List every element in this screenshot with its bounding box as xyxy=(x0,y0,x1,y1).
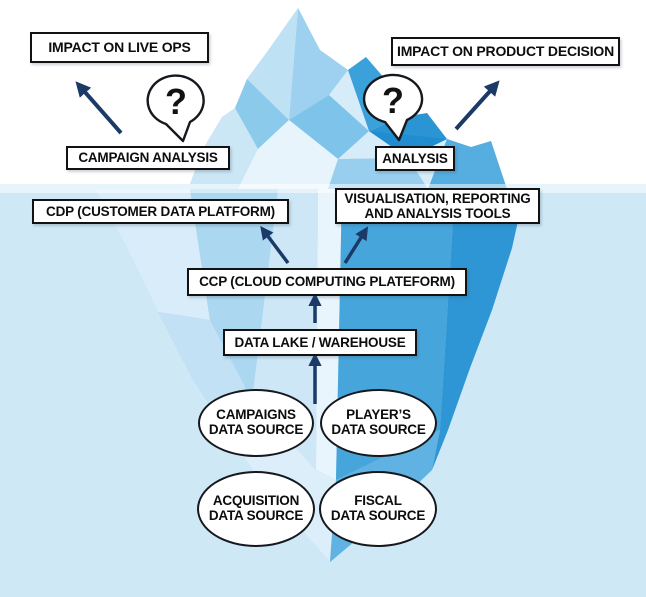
question-bubble-right: ? xyxy=(362,73,424,142)
source-fiscal-line1: FISCAL xyxy=(354,493,402,509)
question-bubble-left: ? xyxy=(146,74,205,143)
source-players-line2: DATA SOURCE xyxy=(331,422,426,437)
source-acquisition-line1: ACQUISITION xyxy=(212,493,300,509)
question-mark-left: ? xyxy=(165,81,187,122)
impact-product-decision-box: IMPACT ON PRODUCT DECISION xyxy=(391,37,620,66)
flow-arrows xyxy=(75,80,500,404)
visualisation-tools-box: VISUALISATION, REPORTING AND ANALYSIS TO… xyxy=(335,188,540,224)
campaign-analysis-label: CAMPAIGN ANALYSIS xyxy=(78,150,218,166)
source-ellipse-acquisition: ACQUISITION DATA SOURCE xyxy=(197,471,315,547)
iceberg-above-water xyxy=(188,8,507,189)
impact-live-ops-box: IMPACT ON LIVE OPS xyxy=(30,32,209,63)
visualisation-tools-label-line2: AND ANALYSIS TOOLS xyxy=(364,206,511,221)
arrow-ccp-to-visualisation xyxy=(343,226,369,264)
source-ellipse-campaigns: CAMPAIGNS DATA SOURCE xyxy=(198,389,314,457)
question-mark-right: ? xyxy=(382,80,404,121)
campaign-analysis-box: CAMPAIGN ANALYSIS xyxy=(66,146,230,170)
source-campaigns-line1: CAMPAIGNS xyxy=(216,407,296,423)
ccp-box: CCP (CLOUD COMPUTING PLATEFORM) xyxy=(187,268,467,296)
ccp-label: CCP (CLOUD COMPUTING PLATEFORM) xyxy=(199,274,455,290)
visualisation-tools-label-line1: VISUALISATION, REPORTING xyxy=(344,190,531,206)
analysis-label: ANALYSIS xyxy=(382,150,448,166)
arrow-ccp-to-cdp xyxy=(260,225,290,265)
cdp-label: CDP (CUSTOMER DATA PLATFORM) xyxy=(46,203,275,219)
source-ellipse-fiscal: FISCAL DATA SOURCE xyxy=(319,471,437,547)
source-acquisition-line2: DATA SOURCE xyxy=(208,508,304,523)
source-campaigns-line2: DATA SOURCE xyxy=(208,422,304,437)
waterline xyxy=(0,184,646,193)
impact-product-decision-label: IMPACT ON PRODUCT DECISION xyxy=(397,42,614,59)
source-ellipse-players: PLAYER’S DATA SOURCE xyxy=(320,389,437,457)
source-players-line1: PLAYER’S xyxy=(346,407,411,423)
cdp-box: CDP (CUSTOMER DATA PLATFORM) xyxy=(32,199,289,224)
data-lake-label: DATA LAKE / WAREHOUSE xyxy=(234,334,406,350)
analysis-box: ANALYSIS xyxy=(375,146,455,171)
impact-live-ops-label: IMPACT ON LIVE OPS xyxy=(48,38,191,55)
source-fiscal-line2: DATA SOURCE xyxy=(330,508,426,523)
arrow-analysis-to-product-decision xyxy=(454,80,500,131)
data-lake-box: DATA LAKE / WAREHOUSE xyxy=(223,329,417,356)
arrow-campaign-analysis-to-live-ops xyxy=(75,81,123,135)
